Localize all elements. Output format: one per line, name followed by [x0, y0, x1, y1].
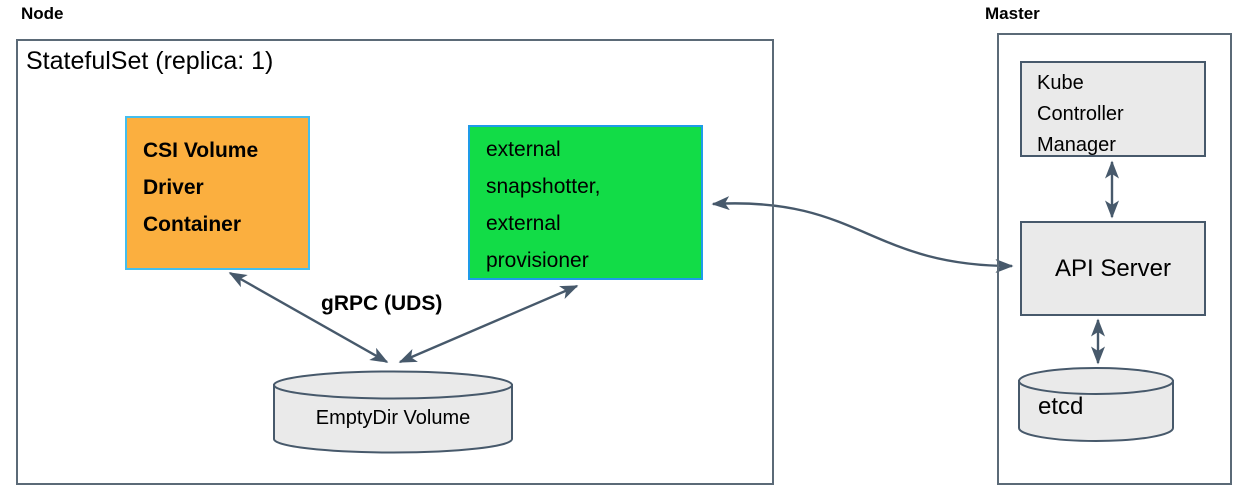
csi-box-line: Driver — [143, 176, 204, 199]
external-box-line: snapshotter, — [486, 175, 601, 198]
external-box-line: external — [486, 212, 561, 235]
statefulset-label: StatefulSet (replica: 1) — [26, 47, 274, 75]
api-server-box: API Server — [1020, 221, 1206, 316]
kube-controller-manager-box: Kube Controller Manager — [1020, 61, 1206, 157]
csi-volume-driver-box: CSI Volume Driver Container — [125, 116, 310, 270]
master-box — [997, 33, 1232, 485]
external-sidecars-box: external snapshotter, external provision… — [468, 125, 703, 280]
emptydir-volume-label: EmptyDir Volume — [315, 407, 471, 429]
node-section-label: Node — [21, 4, 64, 23]
master-section-label: Master — [985, 4, 1040, 23]
external-box-line: provisioner — [486, 249, 589, 272]
node-box — [16, 39, 774, 485]
csi-box-line: CSI Volume — [143, 139, 259, 162]
external-box-line: external — [486, 138, 561, 161]
etcd-label: etcd — [1038, 393, 1084, 420]
api-server-label: API Server — [1054, 254, 1172, 282]
kcm-box-line: Kube — [1037, 72, 1084, 94]
kcm-box-line: Controller — [1037, 103, 1124, 125]
grpc-uds-label: gRPC (UDS) — [321, 292, 443, 315]
csi-box-line: Container — [143, 213, 242, 236]
kcm-box-line: Manager — [1037, 134, 1116, 156]
